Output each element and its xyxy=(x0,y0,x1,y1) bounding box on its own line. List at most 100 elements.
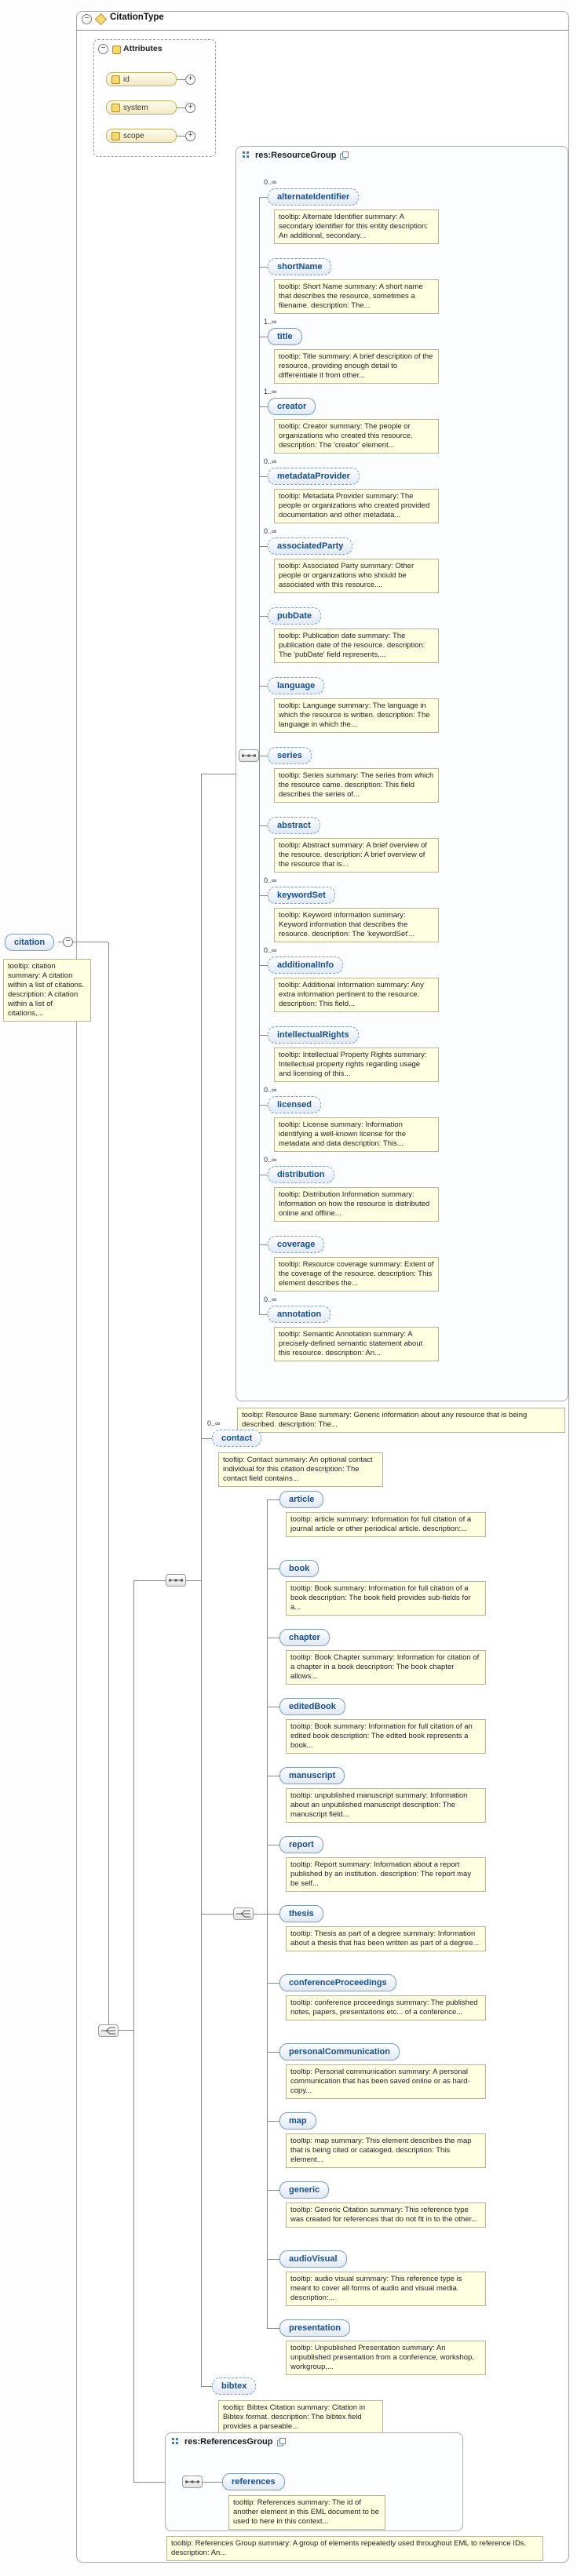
element-box[interactable]: coverage xyxy=(268,1236,325,1253)
element-tooltip: tooltip: Distribution Information summar… xyxy=(274,1187,439,1222)
element-box[interactable]: pubDate xyxy=(268,607,321,625)
element-box[interactable]: language xyxy=(268,677,325,694)
attribute-box[interactable]: scope xyxy=(106,129,177,143)
element-tooltip: tooltip: Book summary: Information for f… xyxy=(286,1719,486,1754)
cardinality-label: 0..∞ xyxy=(207,1419,221,1427)
attributes-title: Attributes xyxy=(123,44,163,53)
element-box[interactable]: shortName xyxy=(268,258,332,275)
element-tooltip: tooltip: Report summary: Information abo… xyxy=(286,1857,486,1892)
cardinality-label: 0..∞ xyxy=(264,1295,277,1303)
element-box[interactable]: thesis xyxy=(279,1905,323,1922)
cardinality-label: 0..∞ xyxy=(264,876,277,884)
connector-line xyxy=(133,1580,166,1581)
element-box[interactable]: editedBook xyxy=(279,1698,345,1715)
element-tooltip: tooltip: Publication date summary: The p… xyxy=(274,629,439,663)
element-tooltip: tooltip: article summary: Information fo… xyxy=(286,1512,486,1537)
group-icon xyxy=(243,151,249,158)
element-box[interactable]: series xyxy=(268,747,312,764)
tooltip-citation: tooltip: citation summary: A citation wi… xyxy=(3,959,91,1022)
element-tooltip: tooltip: License summary: Information id… xyxy=(274,1117,439,1152)
element-tooltip: tooltip: Short Name summary: A short nam… xyxy=(274,279,439,314)
cardinality-label: 1..∞ xyxy=(264,318,277,326)
cardinality-label: 0..∞ xyxy=(264,946,277,954)
element-box[interactable]: report xyxy=(279,1836,323,1853)
attribute-name: system xyxy=(123,103,148,112)
sequence-icon[interactable] xyxy=(182,2476,203,2488)
element-box[interactable]: chapter xyxy=(279,1629,330,1646)
element-tooltip: tooltip: Language summary: The language … xyxy=(274,698,439,733)
element-box[interactable]: manuscript xyxy=(279,1767,345,1784)
sequence-icon[interactable] xyxy=(166,1574,186,1587)
element-box[interactable]: associatedParty xyxy=(268,537,353,555)
tooltip-references-group: tooltip: References Group summary: A gro… xyxy=(166,2536,543,2561)
tooltip-bibtex: tooltip: Bibtex Citation summary: Citati… xyxy=(218,2400,383,2435)
tooltip-resource-group: tooltip: Resource Base summary: Generic … xyxy=(237,1408,565,1433)
element-tooltip: tooltip: Creator summary: The people or … xyxy=(274,419,439,454)
element-contact[interactable]: contact xyxy=(212,1430,262,1447)
element-box[interactable]: audioVisual xyxy=(279,2250,347,2268)
collapse-toggle[interactable]: − xyxy=(82,14,92,24)
sequence-glyph xyxy=(169,1579,183,1582)
cardinality-label: 0..∞ xyxy=(264,1086,277,1094)
connector-line xyxy=(186,1580,201,1581)
element-box[interactable]: licensed xyxy=(268,1096,322,1113)
type-title: CitationType xyxy=(110,13,164,22)
element-box[interactable]: metadataProvider xyxy=(268,468,360,485)
element-tooltip: tooltip: Personal communication summary:… xyxy=(286,2064,486,2099)
group-icon xyxy=(172,2438,178,2444)
element-tooltip: tooltip: Thesis as part of a degree summ… xyxy=(286,1926,486,1951)
connector-line xyxy=(177,79,185,80)
element-tooltip: tooltip: Abstract summary: A brief overv… xyxy=(274,838,439,873)
choice-icon[interactable] xyxy=(98,2024,119,2037)
element-tooltip: tooltip: Book Chapter summary: Informati… xyxy=(286,1650,486,1685)
element-box[interactable]: book xyxy=(279,1560,320,1577)
connector-line xyxy=(254,1914,267,1915)
element-box[interactable]: article xyxy=(279,1491,324,1508)
element-box[interactable]: abstract xyxy=(268,817,320,834)
element-box[interactable]: alternateIdentifier xyxy=(268,188,360,206)
element-tooltip: tooltip: Intellectual Property Rights su… xyxy=(274,1048,439,1082)
connector-line xyxy=(108,942,109,2024)
attribute-name: id xyxy=(123,75,130,84)
expand-toggle[interactable]: + xyxy=(185,103,195,113)
choice-icon[interactable] xyxy=(233,1907,254,1920)
resourcegroup-header[interactable]: res:ResourceGroup xyxy=(242,151,349,160)
attribute-icon xyxy=(111,131,120,140)
element-box[interactable]: keywordSet xyxy=(268,887,335,904)
tooltip-contact: tooltip: Contact summary: An optional co… xyxy=(218,1452,383,1487)
element-box[interactable]: presentation xyxy=(279,2319,351,2337)
element-box[interactable]: creator xyxy=(268,398,316,415)
attribute-box[interactable]: system xyxy=(106,100,177,115)
expand-toggle[interactable]: + xyxy=(185,131,195,141)
element-bibtex[interactable]: bibtex xyxy=(212,2377,257,2395)
element-citation[interactable]: citation xyxy=(5,934,55,951)
element-references[interactable]: references xyxy=(222,2473,285,2490)
element-box[interactable]: title xyxy=(268,328,302,345)
expand-toggle[interactable]: + xyxy=(185,75,195,85)
group-reference-icon xyxy=(276,2437,286,2446)
connector-line xyxy=(133,1580,134,2482)
element-box[interactable]: additionalInfo xyxy=(268,956,344,974)
attribute-name: scope xyxy=(123,131,144,140)
attribute-box[interactable]: id xyxy=(106,72,177,86)
referencesgroup-label: res:ReferencesGroup xyxy=(184,2437,273,2447)
attribute-icon xyxy=(111,103,120,112)
connector-line xyxy=(201,1914,233,1915)
connector-line xyxy=(177,107,185,108)
citation-collapse-toggle[interactable]: − xyxy=(63,937,73,947)
element-box[interactable]: intellectualRights xyxy=(268,1026,359,1044)
element-box[interactable]: conferenceProceedings xyxy=(279,1974,396,1991)
attributes-collapse-toggle[interactable]: − xyxy=(98,44,108,54)
sequence-icon[interactable] xyxy=(239,749,259,762)
element-box[interactable]: map xyxy=(279,2112,316,2130)
referencesgroup-header[interactable]: res:ReferencesGroup xyxy=(171,2437,286,2447)
element-tooltip: tooltip: Unpublished Presentation summar… xyxy=(286,2341,486,2375)
element-box[interactable]: personalCommunication xyxy=(279,2043,400,2060)
tooltip-references: tooltip: References summary: The id of a… xyxy=(228,2495,385,2530)
element-tooltip: tooltip: Keyword information summary: Ke… xyxy=(274,908,439,942)
connector-line xyxy=(201,1438,212,1439)
element-box[interactable]: annotation xyxy=(268,1306,331,1323)
element-box[interactable]: generic xyxy=(279,2181,330,2199)
element-box[interactable]: distribution xyxy=(268,1166,334,1183)
